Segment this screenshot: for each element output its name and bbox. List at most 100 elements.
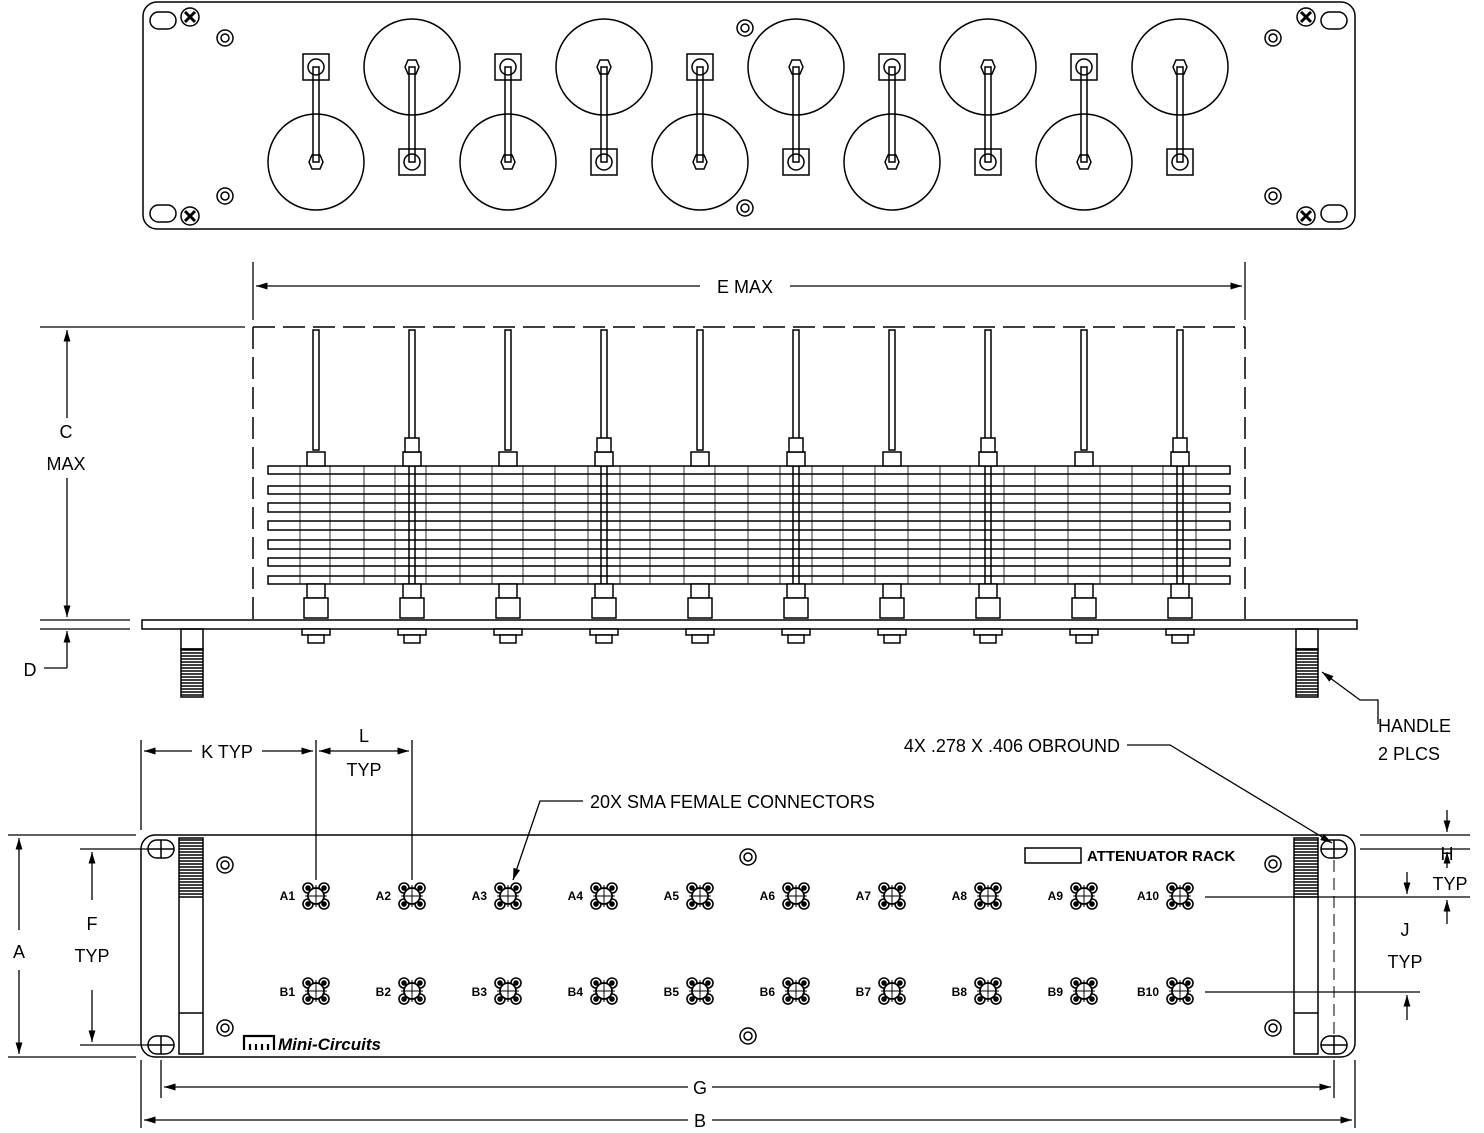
front-dimensions: [8, 740, 1470, 1128]
flange-screw-head: [993, 980, 999, 986]
flange-screw-head: [593, 980, 599, 986]
rack-base-plate: [141, 619, 1358, 630]
flange-screw-head: [593, 996, 599, 1002]
flange-screw-head: [977, 980, 983, 986]
flange-screw-head: [1185, 885, 1191, 891]
panel-thread: [883, 634, 901, 644]
flange-screw-head: [785, 980, 791, 986]
flange-screw-head: [1089, 980, 1095, 986]
standoff-icon: [739, 848, 757, 866]
dim-d: D: [24, 660, 37, 680]
flange-screw-head: [993, 901, 999, 907]
sma-connector-icon: [979, 153, 997, 171]
sma-flange-icon: [878, 53, 906, 81]
connector-cap: [980, 437, 996, 453]
connector-cap: [1172, 437, 1188, 453]
flange-screw-head: [609, 901, 615, 907]
pcb-layer: [267, 465, 1231, 475]
obround-slot: [1320, 839, 1348, 859]
hex-nut-icon: [404, 59, 420, 75]
dim-c-max: MAX: [46, 454, 85, 474]
attenuator-body: [939, 18, 1037, 116]
panel-nut: [1165, 628, 1195, 636]
standoff-icon: [216, 856, 234, 874]
sma-connector-icon: [691, 58, 709, 76]
front-handle-right: [1293, 837, 1319, 1055]
screw-icon: [1296, 206, 1316, 226]
screw-icon: [180, 206, 200, 226]
obround-slot: [147, 839, 175, 859]
side-attenuator: [973, 329, 1003, 644]
sma-flange-icon: [782, 148, 810, 176]
connector-label: B3: [472, 985, 488, 999]
connector-upper: [498, 451, 518, 467]
mini-circuits-logo-icon: [242, 1034, 276, 1050]
flange-screw-head: [497, 996, 503, 1002]
sma-connector-icon: [1171, 153, 1189, 171]
connector-upper: [882, 451, 902, 467]
flange-screw-head: [881, 901, 887, 907]
standoff-icon: [216, 187, 234, 205]
handle-right: [1295, 628, 1319, 698]
attenuator-body: [1131, 18, 1229, 116]
pcb-layer: [267, 485, 1231, 495]
flange-screw-head: [417, 996, 423, 1002]
panel-nut: [397, 628, 427, 636]
connector-upper: [978, 451, 998, 467]
flange-screw-head: [1073, 901, 1079, 907]
connector-lower: [498, 583, 518, 599]
flange-screw-head: [801, 980, 807, 986]
panel-nut: [1069, 628, 1099, 636]
connector-lower: [594, 583, 614, 599]
flange-screw-head: [689, 885, 695, 891]
flange-screw-head: [497, 901, 503, 907]
front-view: [140, 834, 1356, 1058]
panel-nut: [589, 628, 619, 636]
flange-screw-head: [993, 885, 999, 891]
connector-lower: [690, 583, 710, 599]
hex-nut-icon: [692, 154, 708, 170]
connector-nut: [1071, 597, 1097, 619]
flange-screw-head: [305, 901, 311, 907]
flange-screw-head: [593, 885, 599, 891]
side-attenuator: [1069, 329, 1099, 644]
sma-connector-icon: [595, 153, 613, 171]
top-attenuator: [1035, 53, 1133, 211]
flange-screw-head: [417, 885, 423, 891]
sma-flange-icon: [398, 148, 426, 176]
sma-connector-icon: [1070, 977, 1098, 1005]
sma-connector-icon: [974, 882, 1002, 910]
sma-connector-icon: [974, 977, 1002, 1005]
flange-screw-head: [321, 901, 327, 907]
attenuator-body: [363, 18, 461, 116]
sma-flange-icon: [686, 53, 714, 81]
flange-screw-head: [1169, 996, 1175, 1002]
hex-nut-icon: [1172, 59, 1188, 75]
semi-rigid-cable: [696, 66, 704, 163]
hex-nut-icon: [980, 59, 996, 75]
flange-screw-head: [1073, 885, 1079, 891]
dim-g: G: [693, 1078, 707, 1098]
handle-note: HANDLE: [1378, 716, 1451, 736]
side-dimensions: [40, 262, 1379, 724]
sma-connector-icon: [787, 153, 805, 171]
obround-slot: [149, 11, 177, 30]
panel-title: ATTENUATOR RACK: [1087, 848, 1235, 865]
connector-label: B9: [1048, 985, 1064, 999]
attenuator-body: [1035, 113, 1133, 211]
flange-screw-head: [689, 996, 695, 1002]
panel-thread: [307, 634, 325, 644]
standoff-icon: [216, 29, 234, 47]
connector-label: A7: [856, 889, 872, 903]
flange-screw-head: [1073, 996, 1079, 1002]
dim-k-typ: K TYP: [201, 742, 253, 762]
semi-rigid-cable: [1080, 66, 1088, 163]
sma-connector-icon: [1070, 882, 1098, 910]
flange-screw-head: [593, 901, 599, 907]
hex-nut-icon: [788, 59, 804, 75]
flange-screw-head: [401, 980, 407, 986]
handle-left: [180, 628, 204, 698]
flange-screw-head: [705, 901, 711, 907]
flange-screw-head: [689, 980, 695, 986]
top-attenuator: [1131, 18, 1229, 176]
